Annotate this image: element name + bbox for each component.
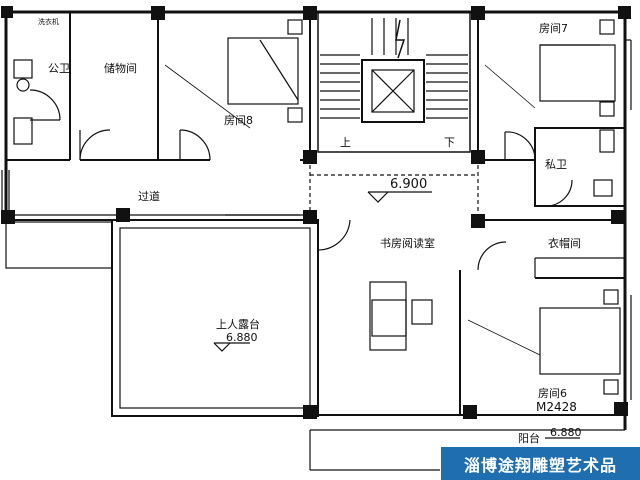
label-washer: 洗衣机 — [38, 17, 59, 26]
view-lines — [164, 64, 541, 356]
label-private-bath: 私卫 — [545, 158, 567, 171]
stair-treads-right — [426, 54, 468, 119]
label-bedroom6: 房间6 — [538, 387, 567, 400]
terrace-parapet-outer — [111, 219, 319, 417]
stair-break-mark — [395, 19, 406, 59]
elev-marker-terrace — [213, 342, 231, 352]
study-desk — [369, 281, 433, 351]
label-corridor: 过道 — [138, 189, 160, 203]
stair-treads-left — [320, 54, 360, 119]
label-closet: 衣帽间 — [548, 236, 581, 250]
label-balcony: 阳台 — [518, 431, 540, 445]
door-swings — [29, 89, 573, 271]
window-marks — [1, 39, 632, 400]
columns — [1, 6, 631, 419]
label-terrace: 上人露台 — [216, 317, 260, 331]
label-door-code: M2428 — [536, 400, 577, 414]
stair-core — [317, 11, 471, 153]
bath-fixtures — [13, 59, 615, 197]
label-storage: 储物间 — [104, 61, 137, 75]
watermark-banner: 淄博途翔雕塑艺术品 — [441, 447, 640, 480]
terrace-parapet-inner — [119, 227, 311, 409]
label-study: 书房阅读室 — [380, 236, 435, 250]
label-bedroom7: 房间7 — [539, 22, 568, 35]
elevator-shaft — [361, 59, 425, 123]
private-bath-walls — [534, 127, 626, 207]
label-stair-down: 下 — [444, 136, 455, 149]
elevation-main: 6.900 — [390, 177, 427, 192]
bed8-furniture — [227, 19, 303, 123]
elevator-diag2 — [371, 69, 415, 113]
bed6-furniture — [539, 289, 621, 395]
left-ledge — [5, 221, 113, 269]
label-stair-up: 上 — [340, 136, 351, 149]
elevator-cab — [371, 69, 415, 113]
stair-treads-top — [371, 18, 409, 55]
elevation-terrace: 6.880 — [226, 331, 258, 344]
elevation-balcony: 6.880 — [550, 426, 582, 439]
dashed-opening — [309, 165, 479, 215]
label-bedroom8: 房间8 — [224, 114, 253, 127]
bed7-furniture — [539, 19, 616, 117]
elev-marker-main — [367, 191, 389, 203]
label-public-bath: 公卫 — [48, 62, 70, 75]
